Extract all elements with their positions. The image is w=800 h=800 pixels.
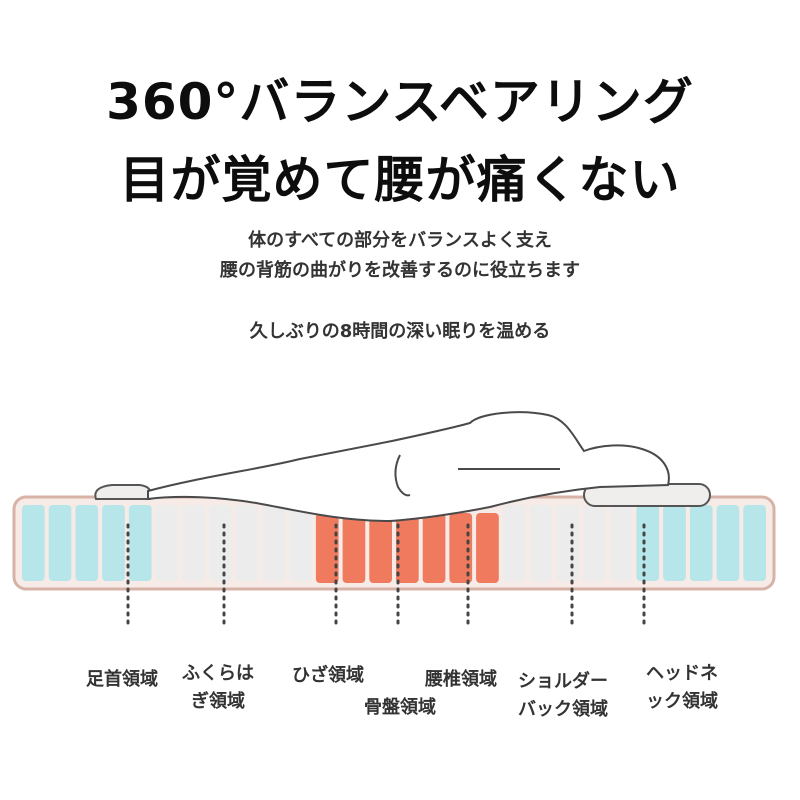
subtitle-line-1: 体のすべての部分をバランスよく支え [248,230,552,251]
zone-label-pelvis: 骨盤領域 [364,694,436,722]
zone-label-shoulder-line-2: バック領域 [518,699,608,720]
zone-label-head-neck: ヘッドネ ック領域 [646,660,718,716]
coil-spring [315,513,339,583]
coil-spring [396,513,419,583]
headline-line-2: 目が覚めて腰が痛くない [119,151,681,209]
coil-spring [636,505,660,581]
zone-label-headneck-line-2: ック領域 [646,691,718,712]
zone-label-knee-text: ひざ領域 [292,665,364,686]
coil-spring [209,505,232,581]
zone-label-pelvis-text: 骨盤領域 [364,697,436,718]
coil-spring [342,513,366,583]
coil-spring [22,505,45,581]
coil-spring [102,505,125,581]
coil-spring [235,505,259,581]
zone-label-shoulder-line-1: ショルダー [518,671,608,692]
zone-label-calf-line-1: ふくらは [182,663,254,684]
sleeping-person-outline [147,411,670,523]
coil-spring [449,513,473,583]
coil-spring [476,513,499,583]
arm-outline [394,454,411,497]
coil-spring [369,513,392,583]
coil-spring [663,505,686,581]
coil-spring [48,505,72,581]
zone-label-ankle-text: 足首領域 [86,669,158,690]
coil-spring [75,505,99,581]
coil-spring [529,505,553,581]
coil-spring [289,505,312,581]
zone-label-knee: ひざ領域 [292,662,364,690]
coil-spring [128,505,152,581]
coil-spring [155,505,179,581]
zone-label-ankle: 足首領域 [86,666,158,694]
coil-spring [182,505,205,581]
coil-row [22,505,766,583]
pillow-left [94,484,152,500]
mattress-illustration [12,411,776,625]
coil-spring [422,513,446,583]
subtitle-line-3: 久しぶりの8時間の深い眠りを温める [249,321,551,342]
zone-label-shoulder-back: ショルダー バック領域 [518,668,608,724]
coil-spring [743,505,766,581]
zone-label-calf-line-2: ぎ領域 [191,691,245,712]
zone-label-calf: ふくらは ぎ領域 [182,660,254,716]
zone-label-lumbar-text: 腰椎領域 [425,669,497,690]
subtitle-line-2: 腰の背筋の曲がりを改善するのに役立ちます [220,260,580,281]
headline-line-1: 360°バランスベアリング [106,73,694,131]
coil-spring [556,505,579,581]
coil-spring [583,505,606,581]
coil-spring [609,505,633,581]
zone-label-lumbar: 腰椎領域 [425,666,497,694]
coil-spring [689,505,713,581]
coil-spring [262,505,286,581]
zone-label-headneck-line-1: ヘッドネ [646,663,718,684]
coil-spring [502,505,526,581]
coil-spring [716,505,740,581]
